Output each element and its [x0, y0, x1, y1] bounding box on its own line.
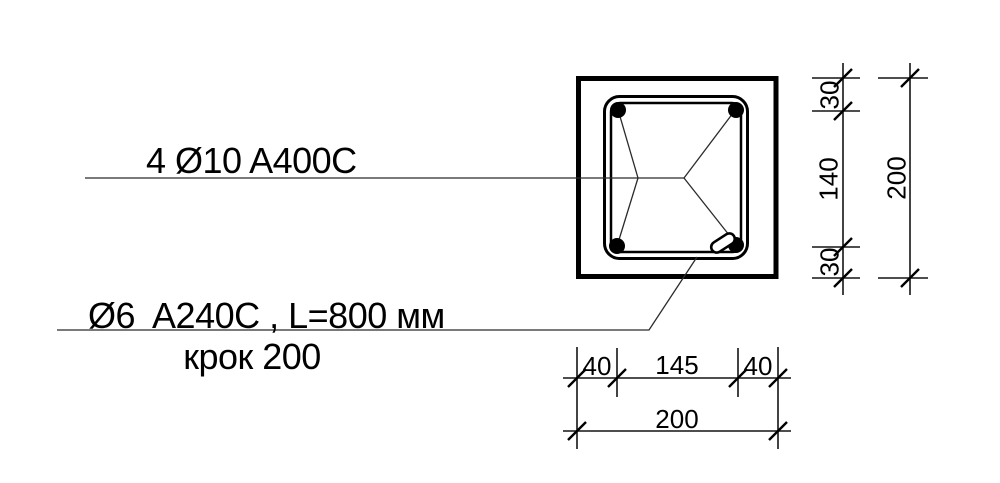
- dim-tick: [567, 421, 587, 441]
- leader-line: [618, 112, 639, 179]
- leader-line: [617, 177, 639, 244]
- stirrup-hook: [709, 232, 737, 254]
- dim-text-right-total: 200: [881, 156, 912, 200]
- leader-line: [683, 177, 734, 241]
- leader-line: [683, 112, 734, 179]
- dim-tick: [833, 268, 853, 288]
- leader-line: [57, 256, 698, 331]
- rebar-dot: [728, 102, 744, 118]
- rebar-dot: [609, 238, 625, 254]
- dim-right-total: [878, 63, 928, 295]
- dim-text-bottom-left: 40: [582, 351, 612, 381]
- stirrup-spec-label: Ø6 A240C , L=800 мм: [88, 295, 445, 336]
- dim-tick: [768, 368, 788, 388]
- main-rebar-label: 4 Ø10 A400C: [146, 140, 357, 181]
- dim-text-right-middle: 140: [813, 157, 844, 201]
- rebar-leader-lines: [85, 112, 734, 244]
- stirrup-leader-line: [57, 256, 698, 331]
- dim-tick: [833, 68, 853, 88]
- rebar-dot: [610, 102, 626, 118]
- dim-text-right-top: 30: [814, 80, 845, 110]
- dim-text-right-bottom: 30: [814, 247, 845, 277]
- dim-right-segments: [812, 63, 860, 295]
- dim-text-bottom-right: 40: [743, 351, 773, 381]
- dim-bottom-total: [563, 421, 791, 441]
- dim-tick: [768, 421, 788, 441]
- dim-tick: [607, 368, 627, 388]
- dim-tick: [900, 268, 920, 288]
- stirrup-spacing-label: крок 200: [183, 336, 321, 377]
- stirrup-hook-shape: [709, 232, 737, 254]
- dim-text-bottom-middle: 145: [655, 350, 699, 380]
- rebar-bars: [609, 102, 744, 254]
- dim-tick: [567, 368, 587, 388]
- dim-tick: [728, 368, 748, 388]
- dim-tick: [833, 237, 853, 257]
- dim-tick: [900, 68, 920, 88]
- dim-text-bottom-total: 200: [655, 404, 699, 434]
- dim-tick: [833, 101, 853, 121]
